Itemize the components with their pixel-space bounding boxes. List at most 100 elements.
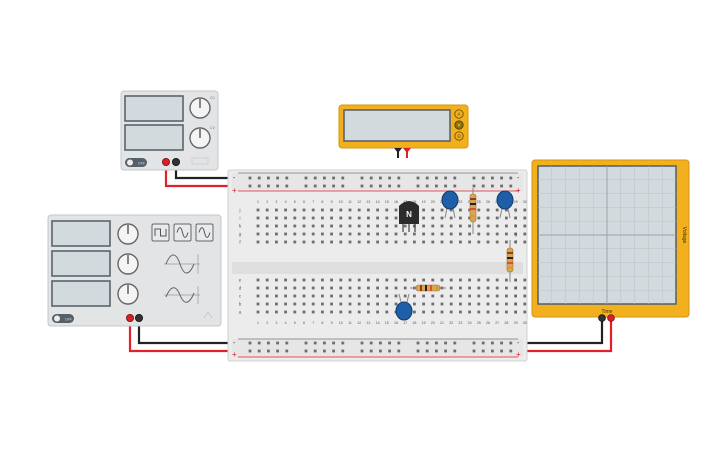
breadboard-hole[interactable] (302, 294, 306, 298)
breadboard-hole[interactable] (477, 232, 481, 236)
breadboard-hole[interactable] (311, 232, 315, 236)
breadboard-hole[interactable] (321, 310, 324, 314)
breadboard-hole[interactable] (514, 208, 517, 212)
breadboard-hole[interactable] (357, 294, 361, 298)
breadboard-hole[interactable] (376, 208, 379, 212)
breadboard-hole[interactable] (376, 310, 379, 314)
power-rail-hole[interactable] (341, 341, 345, 345)
breadboard-hole[interactable] (449, 310, 453, 314)
breadboard-hole[interactable] (302, 240, 306, 244)
breadboard-hole[interactable] (321, 240, 324, 244)
breadboard-hole[interactable] (394, 224, 398, 228)
breadboard-hole[interactable] (293, 302, 297, 306)
resistor-vertical-top[interactable] (469, 188, 477, 234)
breadboard-hole[interactable] (413, 294, 416, 298)
power-rail-hole[interactable] (323, 341, 326, 345)
breadboard-hole[interactable] (302, 224, 306, 228)
power-rail-hole[interactable] (435, 341, 438, 345)
breadboard-hole[interactable] (523, 232, 527, 236)
oscilloscope-terminal-negative[interactable] (598, 314, 606, 322)
wire-fg-negative[interactable] (137, 320, 232, 345)
breadboard-hole[interactable] (367, 310, 370, 314)
power-rail-hole[interactable] (444, 176, 447, 180)
breadboard-hole[interactable] (422, 208, 425, 212)
breadboard-hole[interactable] (265, 286, 269, 290)
breadboard-hole[interactable] (468, 240, 471, 244)
power-rail-hole[interactable] (248, 184, 252, 188)
breadboard-hole[interactable] (505, 278, 508, 282)
breadboard-hole[interactable] (468, 216, 471, 220)
power-rail-hole[interactable] (491, 176, 494, 180)
power-rail-hole[interactable] (491, 349, 494, 353)
power-rail-hole[interactable] (416, 349, 420, 353)
breadboard-hole[interactable] (321, 208, 324, 212)
dc-terminal-positive[interactable] (161, 157, 170, 166)
multimeter-probe-black[interactable] (394, 148, 402, 153)
breadboard-hole[interactable] (459, 224, 462, 228)
breadboard-hole[interactable] (256, 232, 260, 236)
breadboard-hole[interactable] (339, 224, 343, 228)
power-rail-hole[interactable] (444, 349, 447, 353)
breadboard-hole[interactable] (385, 208, 389, 212)
breadboard-hole[interactable] (293, 286, 297, 290)
breadboard-hole[interactable] (422, 232, 425, 236)
power-rail-hole[interactable] (369, 349, 373, 353)
breadboard-hole[interactable] (302, 232, 306, 236)
breadboard-hole[interactable] (495, 232, 499, 236)
power-rail-hole[interactable] (332, 341, 335, 345)
power-rail-hole[interactable] (332, 184, 335, 188)
breadboard-hole[interactable] (394, 208, 398, 212)
breadboard-hole[interactable] (284, 208, 287, 212)
breadboard-hole[interactable] (514, 224, 517, 228)
breadboard-hole[interactable] (486, 310, 490, 314)
breadboard-hole[interactable] (311, 240, 315, 244)
power-rail-hole[interactable] (369, 184, 373, 188)
power-rail-hole[interactable] (276, 341, 279, 345)
power-rail-hole[interactable] (481, 176, 485, 180)
power-rail-hole[interactable] (379, 341, 382, 345)
power-rail-hole[interactable] (453, 349, 457, 353)
power-rail-hole[interactable] (285, 341, 289, 345)
power-rail-hole[interactable] (500, 349, 503, 353)
breadboard-hole[interactable] (431, 224, 435, 228)
breadboard-hole[interactable] (477, 310, 481, 314)
breadboard-hole[interactable] (394, 216, 398, 220)
capacitor-top-left[interactable] (441, 190, 459, 219)
breadboard-hole[interactable] (357, 216, 361, 220)
breadboard-hole[interactable] (302, 208, 306, 212)
breadboard-hole[interactable] (265, 224, 269, 228)
breadboard-hole[interactable] (367, 232, 370, 236)
breadboard-hole[interactable] (431, 278, 435, 282)
power-rail-hole[interactable] (369, 176, 373, 180)
breadboard-hole[interactable] (265, 208, 269, 212)
breadboard-hole[interactable] (311, 278, 315, 282)
power-rail-hole[interactable] (285, 349, 289, 353)
power-rail-hole[interactable] (435, 176, 438, 180)
wire-fg-positive[interactable] (128, 320, 232, 353)
breadboard-hole[interactable] (330, 224, 333, 228)
fg-terminal-positive[interactable] (126, 313, 135, 322)
breadboard-hole[interactable] (449, 294, 453, 298)
breadboard-hole[interactable] (284, 216, 287, 220)
power-rail-hole[interactable] (491, 184, 494, 188)
breadboard-hole[interactable] (265, 310, 269, 314)
power-rail-hole[interactable] (360, 349, 364, 353)
power-rail-hole[interactable] (267, 341, 270, 345)
power-rail-hole[interactable] (397, 176, 401, 180)
breadboard-hole[interactable] (348, 310, 352, 314)
breadboard-hole[interactable] (449, 278, 453, 282)
breadboard-hole[interactable] (330, 240, 333, 244)
power-rail-hole[interactable] (388, 349, 391, 353)
breadboard-hole[interactable] (440, 232, 444, 236)
breadboard-hole[interactable] (505, 216, 508, 220)
power-rail-hole[interactable] (267, 176, 270, 180)
multimeter-probe-red[interactable] (403, 148, 411, 153)
breadboard-hole[interactable] (367, 294, 370, 298)
breadboard-hole[interactable] (293, 294, 297, 298)
breadboard-hole[interactable] (413, 302, 416, 306)
power-rail-hole[interactable] (341, 184, 345, 188)
breadboard-hole[interactable] (302, 310, 306, 314)
breadboard-hole[interactable] (514, 286, 517, 290)
oscilloscope[interactable]: Time Voltage (531, 159, 690, 322)
